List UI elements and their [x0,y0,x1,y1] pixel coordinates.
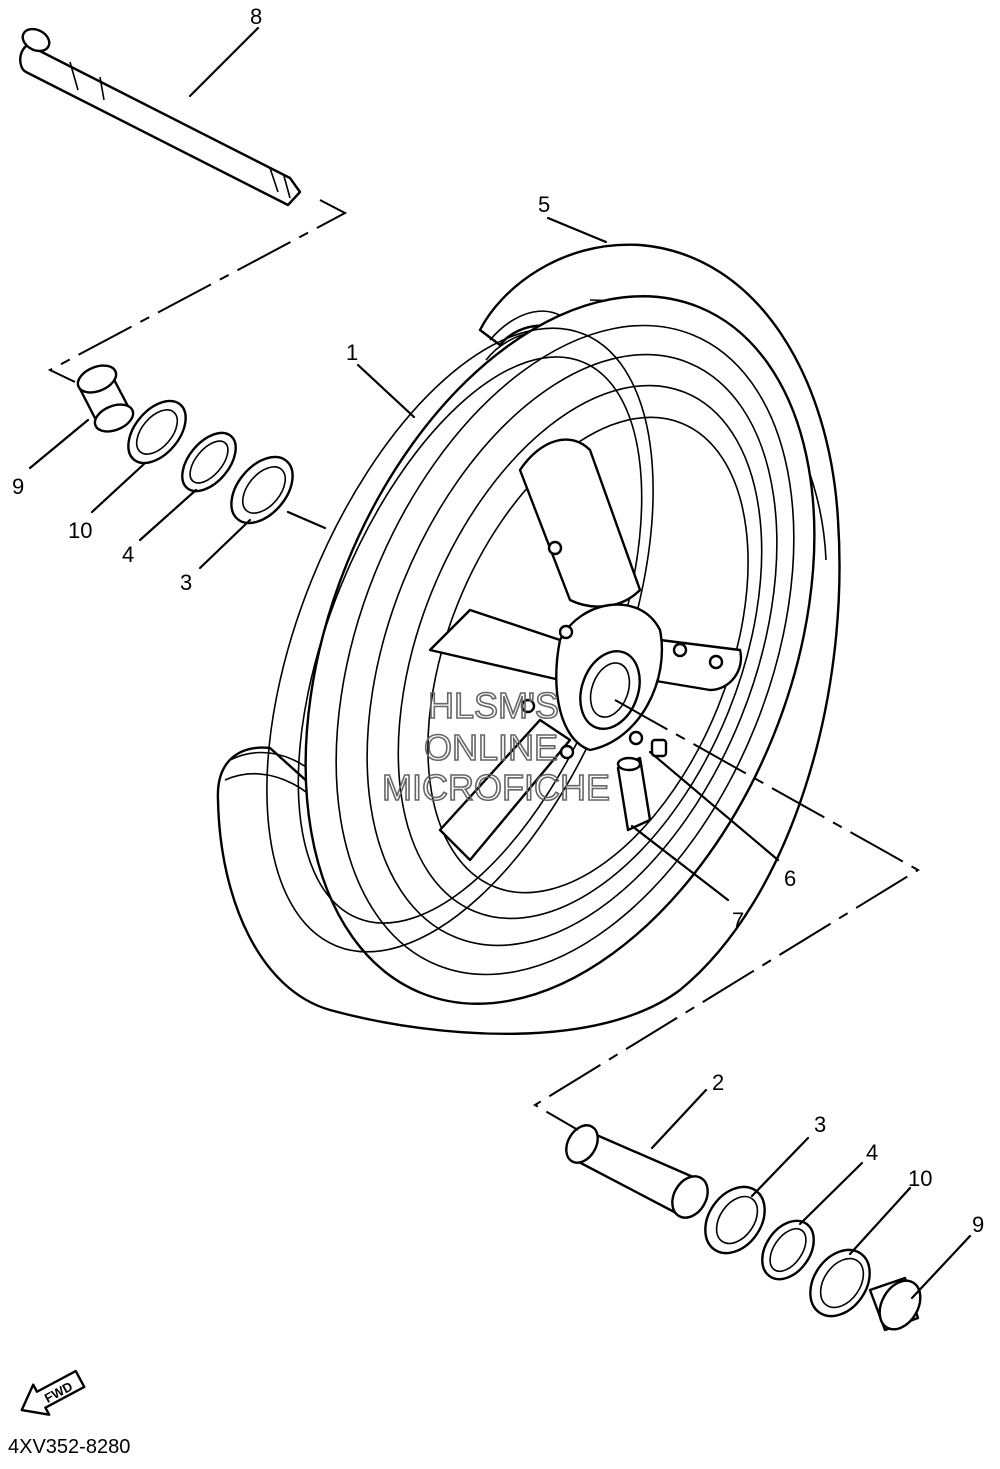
callout-3: 3 [180,570,192,595]
assembly-line-axle [533,699,920,1131]
callout-7: 7 [732,908,744,933]
wheel-axle [19,27,302,207]
callout-5: 5 [538,192,550,217]
valve-stem [616,756,652,832]
watermark-line3: MICROFICHE [382,767,610,808]
circlip-right [761,1219,815,1281]
callout-3: 3 [814,1112,826,1137]
oil-seal-right [809,1248,871,1318]
bearing-left [230,455,294,525]
callout-9: 9 [12,474,24,499]
callout-8: 8 [250,4,262,29]
callout-10: 10 [68,518,92,543]
callout-4: 4 [122,542,134,567]
assembly-line-upper [47,199,348,383]
wheel-hub [428,438,743,862]
watermark-line2: ONLINE [424,727,558,768]
fwd-arrow-icon: FWD [20,1369,86,1416]
callout-9: 9 [972,1212,984,1237]
circlip-left [181,431,237,493]
callout-10: 10 [908,1166,932,1191]
balance-weight [650,738,668,758]
collar-right [868,1276,922,1332]
leader-lines [28,26,972,1300]
oil-seal-left [127,399,187,465]
diagram-code: 4XV352-8280 [8,1436,131,1458]
watermark-line1: HLSM'S [428,685,559,726]
spacer [565,1124,709,1219]
callout-2: 2 [712,1070,724,1095]
callout-1: 1 [346,340,358,365]
callout-6: 6 [784,866,796,891]
callout-4: 4 [866,1140,878,1165]
collar-left [76,364,135,433]
watermark: HLSM'S ONLINE MICROFICHE [381,684,611,809]
bearing-right [704,1185,766,1255]
